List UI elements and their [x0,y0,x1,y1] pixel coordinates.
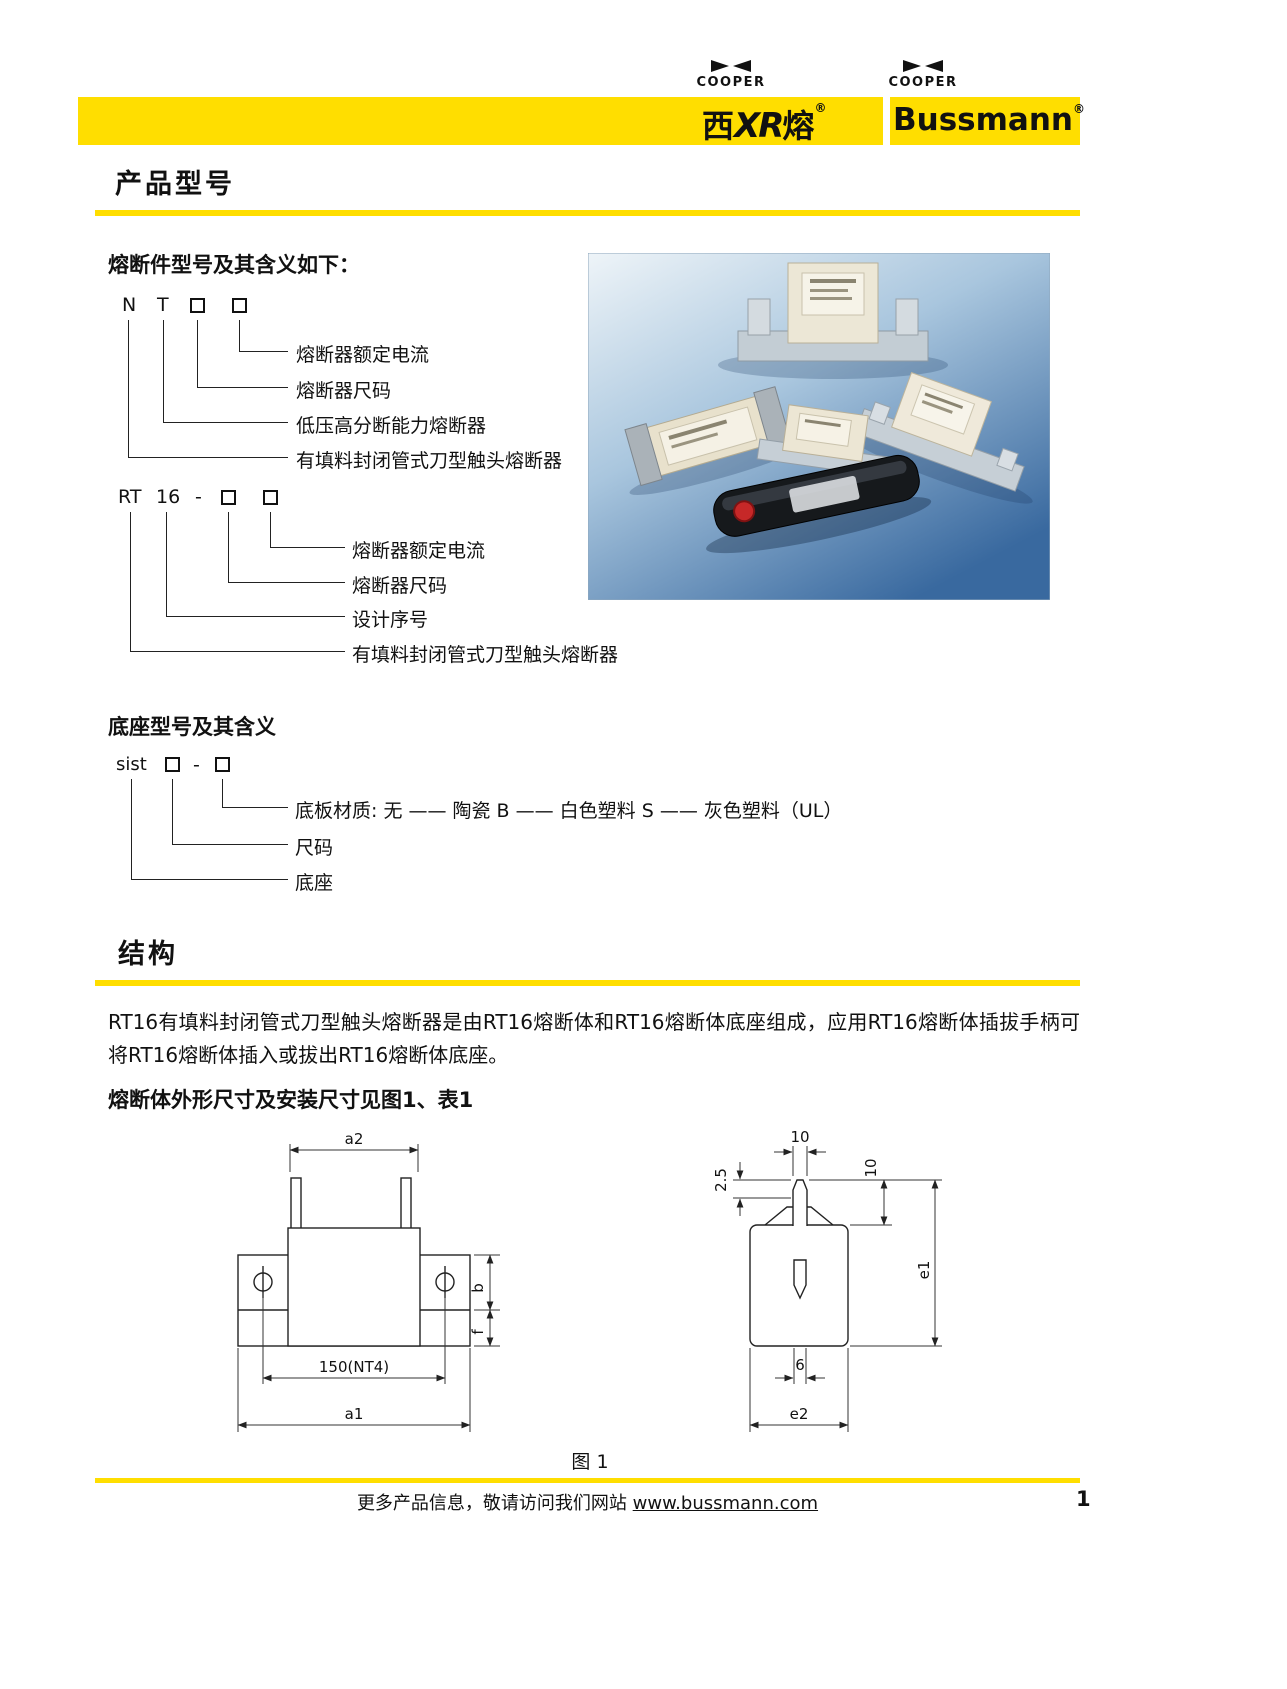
dim-label-10-top: 10 [790,1128,809,1146]
section-title-structure: 结构 [118,939,178,970]
footer-text: 更多产品信息，敬请访问我们网站 [356,1493,633,1514]
sist-connector-1 [222,779,288,808]
photo-fuse-right [844,371,1033,504]
footer-website-link[interactable]: www.bussmann.com [632,1493,819,1514]
cooper-bowtie-icon [711,60,751,72]
dim-label-150nt4: 150(NT4) [319,1358,389,1376]
photo-fuse-back [718,262,948,379]
structure-paragraph: RT16有填料封闭管式刀型触头熔断器是由RT16熔断体和RT16熔断体底座组成，… [108,1010,1080,1067]
sist-material-box [215,757,230,772]
nt-size-box [190,298,205,313]
rt-connector-1 [270,512,345,548]
cooper-logo-right: COOPER [888,60,958,90]
rt-label-size: 熔断器尺码 [352,575,448,597]
footer-rule [95,1478,1080,1483]
cooper-wordmark: COOPER [696,75,766,90]
section-rule-1 [95,210,1080,216]
dimensions-heading: 熔断体外形尺寸及安装尺寸见图1、表1 [108,1088,474,1112]
nt-label-fuse-type: 有填料封闭管式刀型触头熔断器 [296,450,563,472]
rt-label-fuse-type: 有填料封闭管式刀型触头熔断器 [352,644,619,666]
rt-prefix: RT [118,486,142,508]
rt-connector-3 [166,512,345,617]
fuse-front-dimensions [237,1144,500,1432]
dim-label-e2: e2 [790,1405,809,1423]
sist-connector-3 [131,779,288,880]
handle-red-button [733,500,756,523]
fuse-side-dimensions [733,1146,942,1432]
rt-label-rated-current: 熔断器额定电流 [352,540,486,562]
section-title-base-model: 底座型号及其含义 [108,715,276,739]
registered-mark: ® [1072,102,1085,116]
product-photo [588,253,1050,600]
page-number: 1 [1076,1487,1091,1511]
rt-dash: - [195,486,202,508]
sist-label-base: 底座 [295,872,334,894]
nt-label-breaking-capacity: 低压高分断能力熔断器 [296,415,487,437]
rt-connector-2 [228,512,345,583]
registered-mark: ® [814,101,827,115]
photo-fuse-left [624,386,813,495]
nt-current-box [232,298,247,313]
rt-connector-4 [130,512,345,652]
sist-prefix: sist [116,754,147,775]
dim-label-b: b [469,1283,487,1293]
fuse-side-view [749,1179,849,1347]
photo-fuse-center [756,404,892,478]
figure-caption: 图 1 [571,1451,609,1473]
section-title-product-model: 产品型号 [115,169,235,200]
dim-label-2-5: 2.5 [712,1168,730,1192]
fuse-model-intro: 熔断件型号及其含义如下： [108,253,360,277]
nt-char-t: T [157,294,169,316]
nt-label-rated-current: 熔断器额定电流 [296,344,430,366]
bussmann-wordmark: Bussmann [893,102,1073,138]
dim-label-a1: a1 [345,1405,364,1423]
footer: 更多产品信息，敬请访问我们网站 www.bussmann.com [95,1489,1080,1515]
nt-connector-1 [239,320,288,352]
cooper-wordmark: COOPER [888,75,958,90]
rt-label-design-number: 设计序号 [352,609,429,631]
section-rule-2 [95,980,1080,986]
fuse-front-view [237,1177,471,1347]
band-divider [883,97,890,145]
dim-label-a2: a2 [345,1130,364,1148]
photo-fuse-handle [706,454,932,554]
rt-current-box [263,490,278,505]
dim-label-f: f [469,1329,487,1335]
cooper-bowtie-icon [903,60,943,72]
nt-connector-4 [128,320,288,458]
xirong-char-west: 西 [702,107,735,145]
nt-char-n: N [122,294,137,316]
xirong-xr-mark: XR [734,106,784,146]
rt-size-box [221,490,236,505]
xirong-brand-logo: 西XR熔® [702,101,826,147]
bussmann-brand-logo: Bussmann® [893,102,1085,138]
sist-label-material: 底板材质: 无 —— 陶瓷 B —— 白色塑料 S —— 灰色塑料（UL） [295,800,843,822]
dim-label-6: 6 [795,1356,805,1374]
header-yellow-band [78,97,1080,145]
nt-connector-2 [197,320,288,388]
nt-connector-3 [163,320,288,423]
sist-connector-2 [172,779,288,845]
nt-label-size: 熔断器尺码 [296,380,392,402]
dim-label-e1: e1 [915,1261,933,1280]
cooper-logo-left: COOPER [696,60,766,90]
sist-label-size: 尺码 [295,837,334,859]
sist-dash: - [193,754,200,776]
figure-1-drawing: a2 b f 150(NT4) a1 10 2.5 10 e1 6 e2 [237,1128,942,1432]
xirong-char-rong: 熔 [782,107,815,145]
sist-size-box [165,757,180,772]
rt-series: 16 [156,486,181,508]
dim-label-10-right: 10 [862,1158,880,1177]
